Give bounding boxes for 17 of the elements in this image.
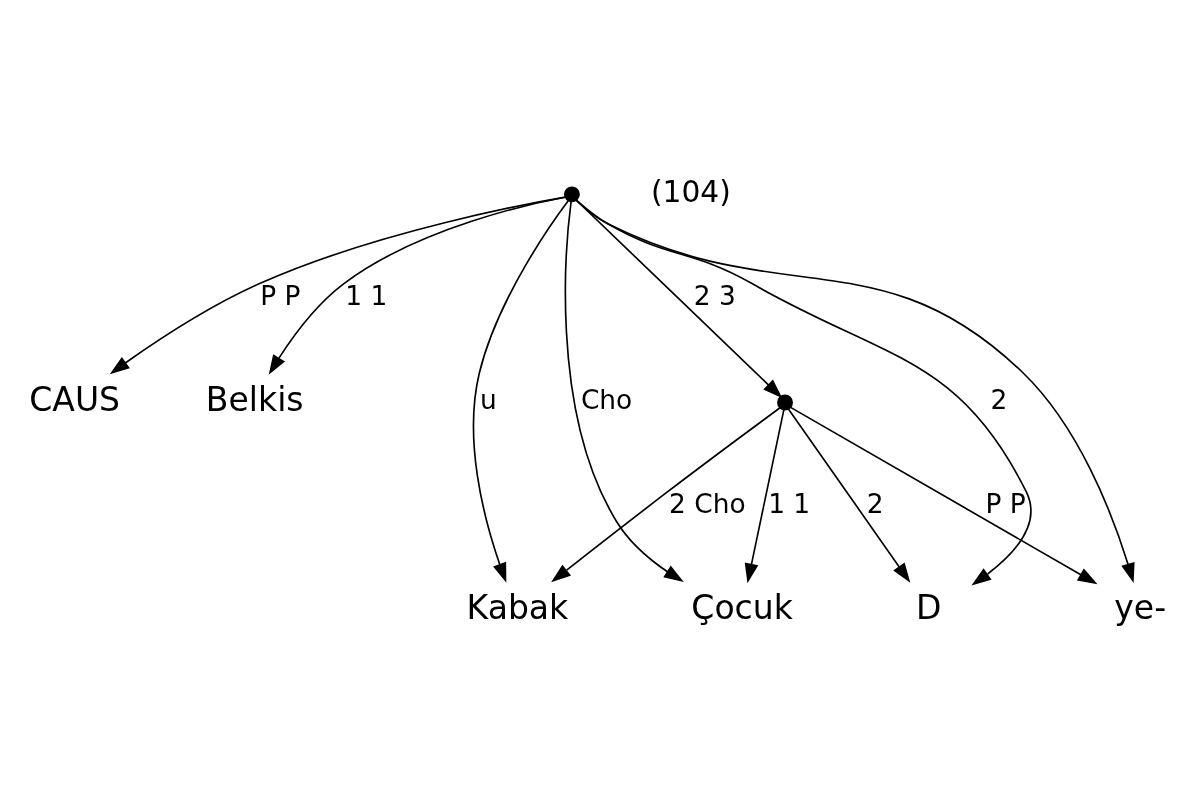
edge-label: 2 Cho: [669, 487, 746, 519]
label: (104): [650, 173, 731, 209]
edge-label: 1 1: [345, 279, 388, 311]
node-text: ye-: [1114, 587, 1167, 627]
edge-label: P P: [985, 487, 1026, 519]
edge-label: 2 3: [693, 279, 736, 311]
edge-label: 2: [866, 487, 884, 519]
node-text: Çocuk: [691, 587, 793, 627]
node-text: D: [916, 587, 942, 627]
edge-label: 2: [990, 383, 1008, 415]
node-text: Belkis: [205, 379, 304, 419]
node-text: Kabak: [466, 587, 569, 627]
edge-label: 1 1: [768, 487, 811, 519]
node-text: CAUS: [29, 379, 121, 419]
edge-label: u: [480, 383, 497, 415]
edge-label: P P: [260, 279, 301, 311]
edge-label: Cho: [580, 383, 633, 415]
